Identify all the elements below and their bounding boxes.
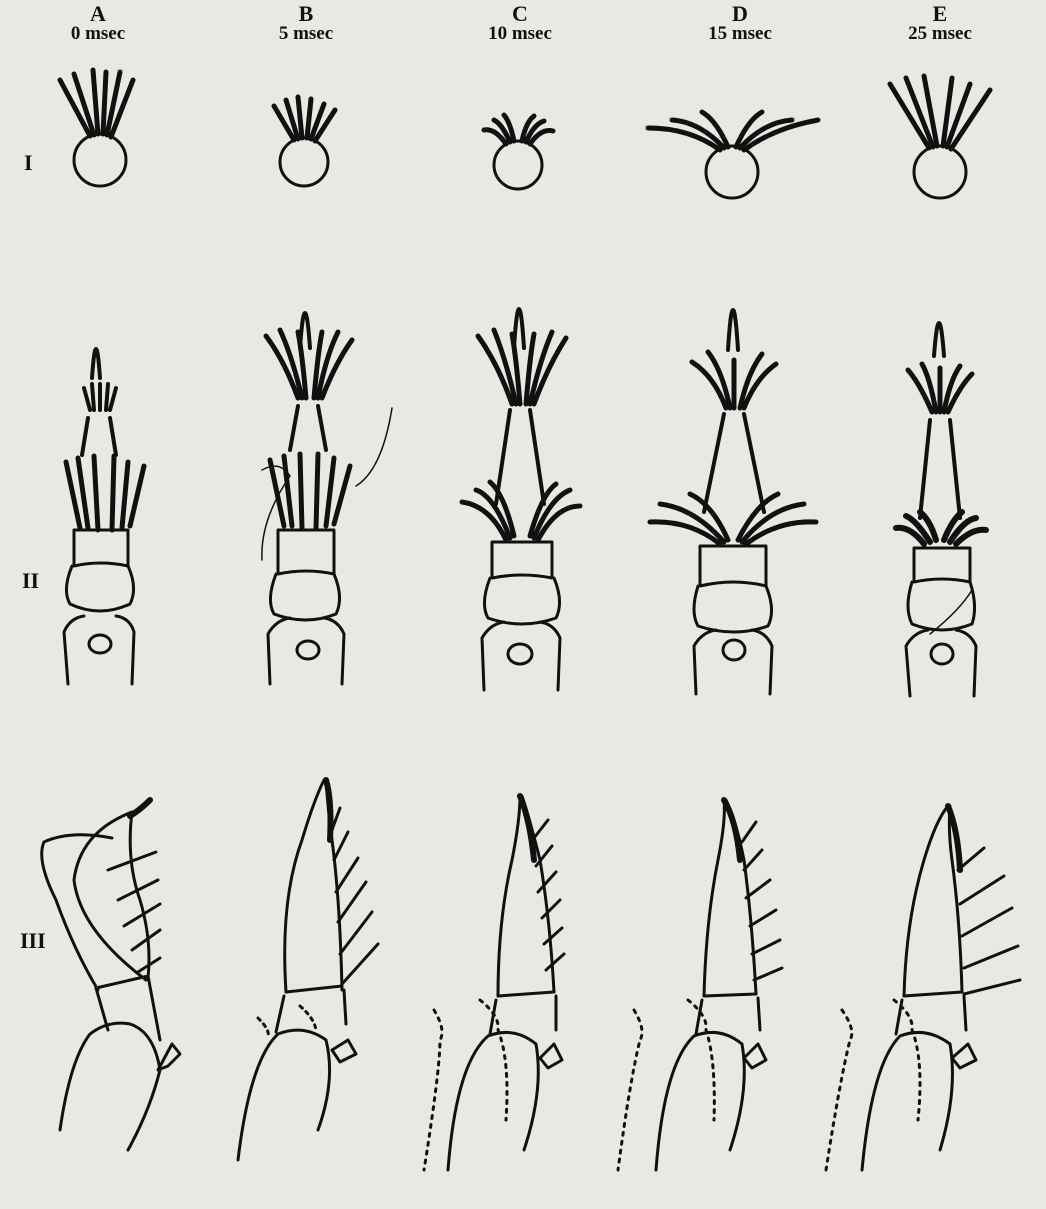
row-i-drawing-b [274,97,335,186]
row-i-drawings [60,70,990,198]
row-ii-drawing-e [896,323,986,696]
row-i-drawing-a [60,70,133,186]
row-i-drawing-e [890,76,990,198]
row-ii-drawing-a [64,349,144,684]
row-ii-drawings [64,309,986,696]
row-iii-drawing-d [618,800,782,1170]
row-i-drawing-c [484,115,553,189]
row-ii-drawing-c [462,309,580,690]
row-iii-drawing-c [424,796,564,1170]
row-ii-drawing-b [262,313,392,684]
row-iii-drawing-e [826,806,1020,1170]
row-i-drawing-d [648,112,818,198]
row-iii-drawings [42,780,1020,1170]
row-iii-drawing-b [238,780,378,1160]
row-iii-drawing-a [42,800,180,1150]
row-ii-drawing-d [650,310,816,694]
